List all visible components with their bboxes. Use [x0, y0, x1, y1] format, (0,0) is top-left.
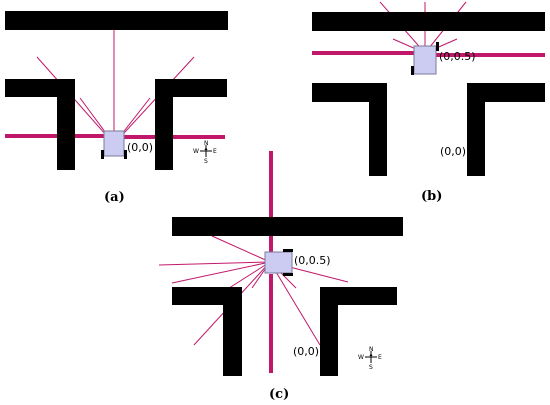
robot-position-label: (0,0.5) — [294, 254, 331, 267]
robot — [411, 42, 439, 75]
walls — [312, 12, 545, 176]
compass-icon: N S E W — [358, 346, 382, 371]
panel-caption: (b) — [421, 189, 442, 204]
sensor-rays-thick — [312, 51, 545, 57]
compass-n: N — [369, 346, 374, 353]
walls — [5, 11, 228, 170]
origin-label: (0,0) — [440, 145, 466, 158]
compass-icon: N S E W — [193, 140, 217, 165]
robot-position-label: (0,0) — [127, 141, 153, 154]
robot-position-label: (0,0.5) — [439, 50, 476, 63]
compass-s: S — [369, 364, 373, 371]
compass-w: W — [193, 148, 199, 155]
compass-n: N — [204, 140, 209, 147]
panel-a: (0,0) N S E W (a) — [5, 11, 228, 205]
robot — [264, 249, 293, 276]
compass-e: E — [213, 148, 217, 155]
compass-w: W — [358, 354, 364, 361]
compass-s: S — [204, 158, 208, 165]
panel-c: (0,0.5) (0,0) N S E W (c) — [158, 151, 403, 402]
walls — [172, 217, 403, 376]
sensor-rays-thick — [5, 134, 225, 139]
panel-caption: (c) — [269, 387, 289, 402]
panel-caption: (a) — [104, 190, 125, 205]
panel-b: (0,0.5) (0,0) (b) — [312, 1, 545, 204]
origin-label: (0,0) — [293, 345, 319, 358]
compass-e: E — [378, 354, 382, 361]
robot — [101, 130, 127, 159]
